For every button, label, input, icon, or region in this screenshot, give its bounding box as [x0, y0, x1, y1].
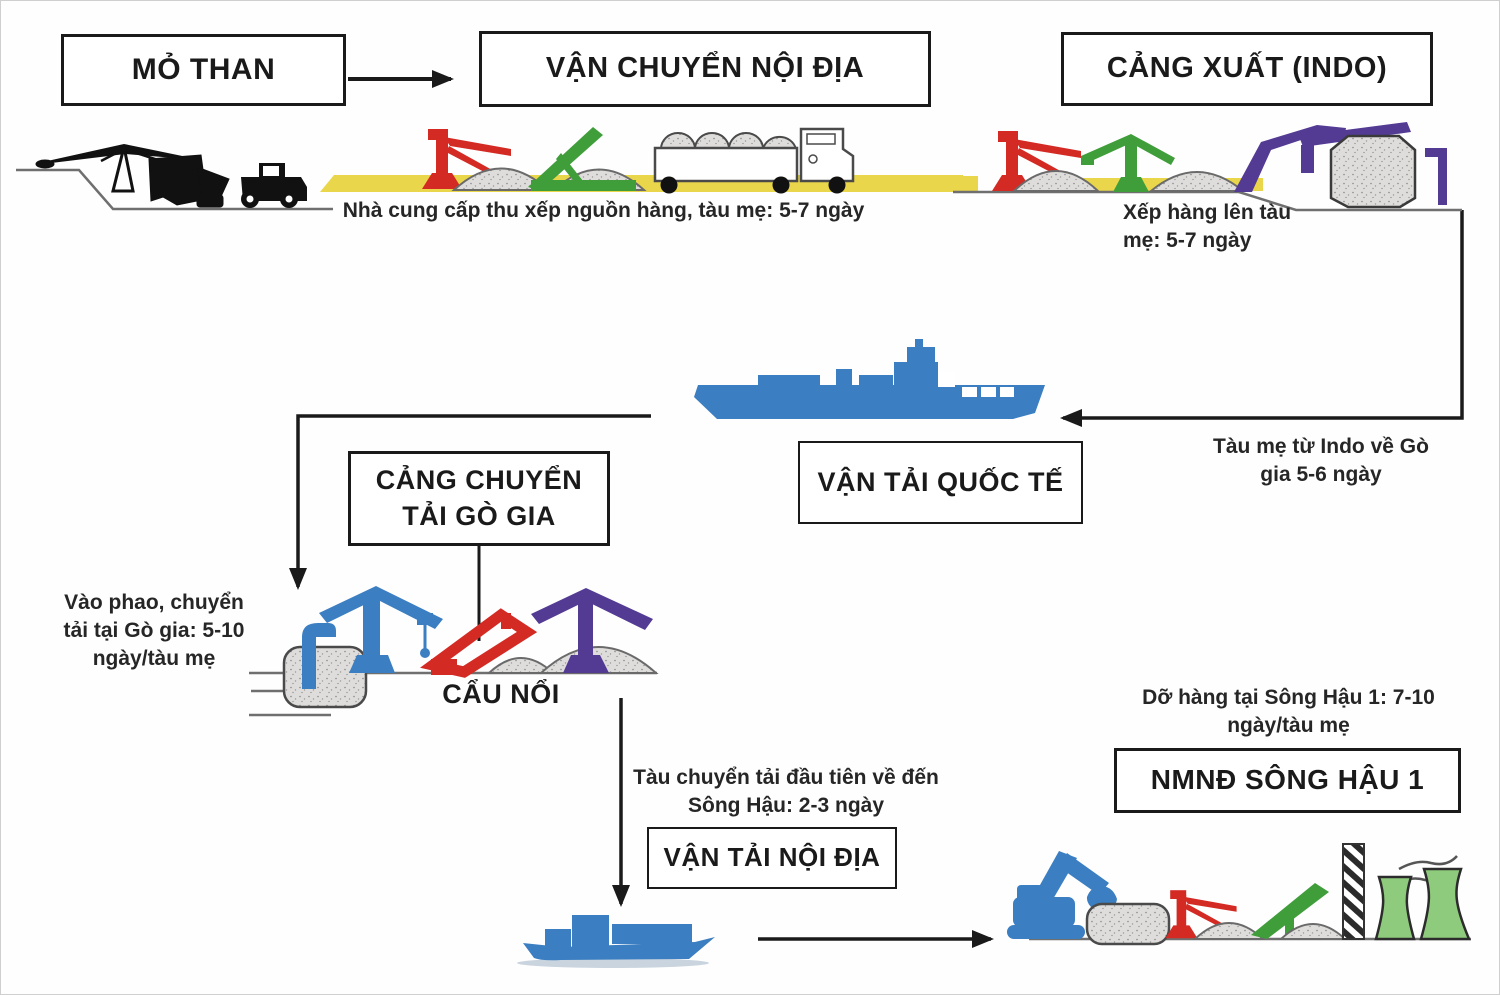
node-van-chuyen-noi-dia: VẬN CHUYỂN NỘI ĐỊA: [479, 31, 931, 107]
arrow-ship-to-gogia: [289, 414, 651, 590]
domestic-note: Tàu chuyển tải đầu tiên về đến Sông Hậu:…: [633, 766, 939, 818]
node-label: CẢNG XUẤT (INDO): [1106, 52, 1388, 85]
chimney-icon: [1342, 843, 1365, 940]
connectors: [289, 70, 1464, 948]
floating-crane-label: CẨU NỔI: [442, 679, 560, 709]
node-label: VẬN CHUYỂN NỘI ĐỊA: [545, 52, 865, 85]
conveyor-icon: [528, 127, 636, 191]
coal-truck-icon: [653, 127, 855, 194]
quay-yellow: [929, 176, 978, 191]
arrow-cangxuat-to-ship: [1060, 210, 1464, 427]
unloading-note: Dỡ hàng tại Sông Hậu 1: 7-10 ngày/tàu mẹ: [1142, 686, 1435, 738]
dragline-excavator-icon: [35, 143, 230, 208]
node-label: CẢNG CHUYỂN TẢI GÒ GIA: [375, 465, 583, 531]
node-label: VẬN TẢI NỘI ĐỊA: [663, 842, 881, 873]
floating-crane-icon: [302, 586, 443, 689]
cooling-tower-icon: [1374, 875, 1416, 941]
voyage-note: Tàu mẹ từ Indo về Gò gia 5-6 ngày: [1213, 435, 1429, 487]
node-label: NMNĐ SÔNG HẬU 1: [1150, 764, 1425, 796]
loading-note: Xếp hàng lên tàu mẹ: 5-7 ngày: [1123, 201, 1292, 253]
plant-scene: [1007, 843, 1471, 946]
gantry-purple-icon: [531, 588, 653, 673]
export-port-scene: [929, 122, 1462, 212]
mine-scene: [16, 143, 333, 211]
coal-pile-icon: [1148, 171, 1246, 192]
cooling-tower-icon: [1419, 867, 1471, 941]
ship-hold-icon: [1329, 134, 1417, 209]
barge-hull: [1085, 902, 1171, 946]
pit-ground-line: [16, 168, 333, 211]
cargo-ship-icon: [694, 339, 1045, 419]
domestic-transport-scene: [320, 127, 963, 194]
node-van-tai-quoc-te: VẬN TẢI QUỐC TẾ: [798, 441, 1083, 524]
tractor-icon: [241, 163, 307, 208]
supplier-note: Nhà cung cấp thu xếp nguồn hàng, tàu mẹ:…: [342, 199, 865, 222]
node-nmnd-song-hau-1: NMNĐ SÔNG HẬU 1: [1114, 748, 1461, 813]
coal-pile-icon: [1192, 922, 1266, 940]
coal-pile-icon: [1011, 170, 1101, 192]
waterline: [249, 689, 331, 717]
node-label: MỎ THAN: [131, 52, 276, 86]
node-cang-xuat-indo: CẢNG XUẤT (INDO): [1061, 32, 1433, 106]
ship-loader-icon: [1234, 122, 1447, 205]
node-van-tai-noi-dia: VẬN TẢI NỘI ĐỊA: [647, 827, 897, 889]
gogia-scene: [249, 586, 659, 717]
transfer-note: Vào phao, chuyển tải tại Gò gia: 5-10 ng…: [63, 591, 245, 671]
gantry-red-icon: [420, 608, 538, 678]
node-mo-than: MỎ THAN: [61, 34, 346, 106]
conveyor-icon: [1251, 883, 1329, 939]
barge-ship-icon: [517, 915, 715, 968]
pontoon: [282, 645, 368, 709]
node-cang-chuyen-tai-go-gia: CẢNG CHUYỂN TẢI GÒ GIA: [348, 451, 610, 546]
node-label: VẬN TẢI QUỐC TẾ: [817, 466, 1064, 497]
